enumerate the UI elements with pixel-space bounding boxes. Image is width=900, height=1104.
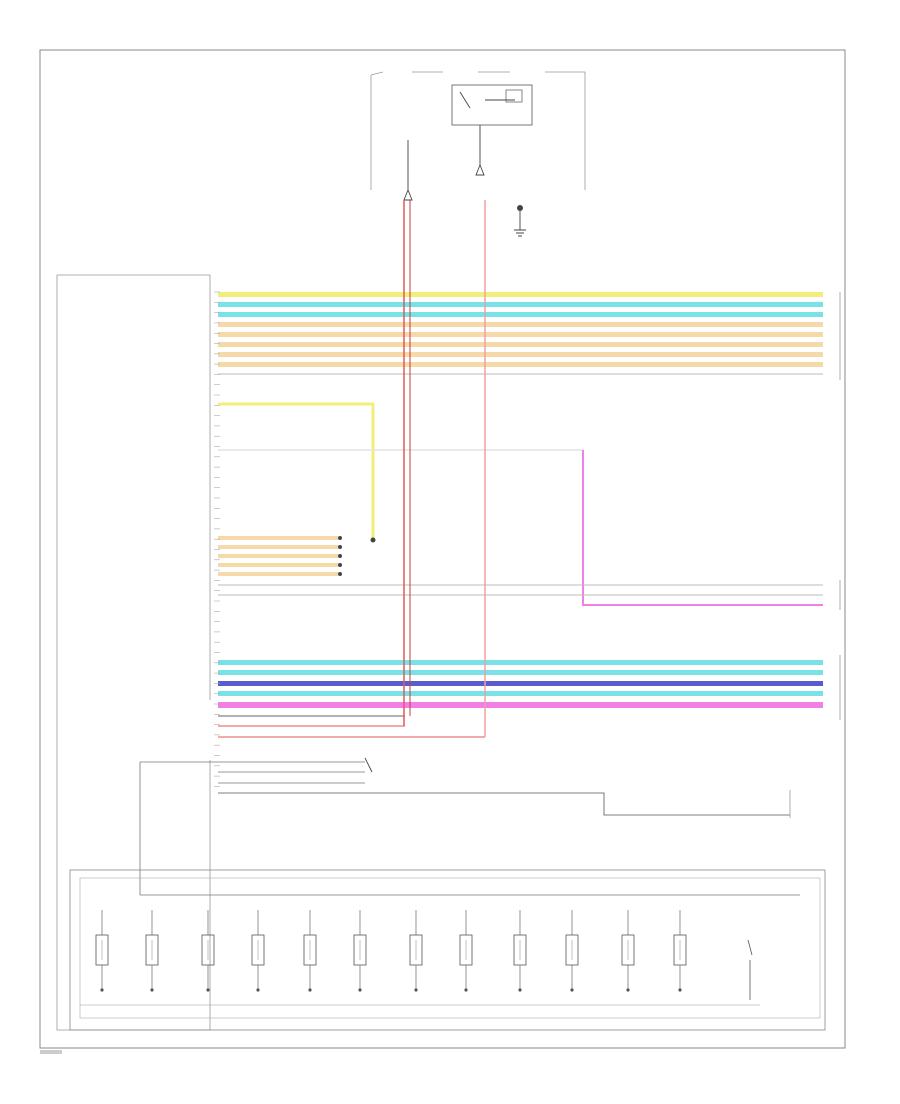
wire-peach-3 <box>218 342 823 347</box>
solenoid-icon <box>409 910 423 992</box>
wire-peach-s2 <box>218 545 338 549</box>
wire-peach-s3 <box>218 554 338 558</box>
wire-bundle-top <box>218 292 823 375</box>
wire-blue-l1 <box>218 681 823 686</box>
wire-cyan-2 <box>218 312 823 317</box>
sensor-wire-group <box>218 536 376 576</box>
wire-peach-s4 <box>218 563 338 567</box>
fuse-left <box>403 140 413 201</box>
solenoid-icon <box>353 910 367 992</box>
relay-coil <box>505 89 523 103</box>
splice-dot <box>338 545 342 549</box>
relay-enclosure-outline <box>370 71 586 190</box>
solenoid-block <box>69 869 826 1031</box>
solenoid-icon <box>145 910 159 992</box>
solenoid-icon <box>565 910 579 992</box>
solenoid-terminal <box>518 988 522 992</box>
wire-cyan-1 <box>218 302 823 307</box>
splice-dot <box>338 554 342 558</box>
solenoid-icon <box>673 910 687 992</box>
solenoid-icon <box>95 910 109 992</box>
switch-icon <box>364 757 373 773</box>
ground-symbol <box>514 211 526 237</box>
right-connector-ticks <box>789 292 841 818</box>
wire-peach-4 <box>218 352 823 357</box>
wire-yellow-drop <box>218 402 375 540</box>
wire-bundle-lower <box>218 660 823 738</box>
solenoid-icon <box>513 910 527 992</box>
wire-cyan-l3 <box>218 691 823 696</box>
solenoid-icon <box>201 910 215 992</box>
solenoid-terminal <box>678 988 682 992</box>
solenoid-terminal <box>308 988 312 992</box>
solenoid-terminal <box>570 988 574 992</box>
wire-peach-2 <box>218 332 823 337</box>
solenoid-units <box>95 910 753 1000</box>
page-border <box>39 49 846 1049</box>
module-pin-ticks <box>214 291 220 787</box>
relay-contact <box>459 91 515 109</box>
solenoid-icon <box>459 910 473 992</box>
solenoid-inner-frame <box>79 877 821 1019</box>
wire-to-ground <box>218 792 790 816</box>
wire-pink-l1 <box>218 702 823 708</box>
splice-dot <box>338 563 342 567</box>
switch-icon <box>747 939 753 1000</box>
solenoid-terminal <box>206 988 210 992</box>
solenoid-terminal <box>626 988 630 992</box>
ground-icon <box>517 205 523 211</box>
solenoid-terminal <box>256 988 260 992</box>
solenoid-terminal <box>358 988 362 992</box>
page-footer-mark <box>40 1050 62 1054</box>
solenoid-icon <box>303 910 317 992</box>
relay-fuse-output <box>475 125 485 176</box>
splice-dot <box>338 572 342 576</box>
relay-box <box>451 84 533 126</box>
solenoid-enclosure <box>69 869 826 1031</box>
lower-left-wires <box>139 757 790 895</box>
wire-cyan-l2 <box>218 670 823 675</box>
wire-peach-s5 <box>218 572 338 576</box>
wire-peach-5 <box>218 362 823 367</box>
power-relay-section <box>370 71 586 237</box>
solenoid-terminal <box>100 988 104 992</box>
solenoid-icon <box>621 910 635 992</box>
solenoid-terminal <box>464 988 468 992</box>
solenoid-icon <box>251 910 265 992</box>
solenoid-terminal <box>414 988 418 992</box>
splice-dot <box>338 536 342 540</box>
wire-peach-1 <box>218 322 823 327</box>
wire-pink-route <box>582 450 823 606</box>
wire-yellow-1 <box>218 292 823 297</box>
wire-cyan-l1 <box>218 660 823 665</box>
wire-peach-s1 <box>218 536 338 540</box>
solenoid-terminal <box>150 988 154 992</box>
wire-to-solenoid-block <box>139 761 218 895</box>
sensor-icon <box>370 537 376 543</box>
